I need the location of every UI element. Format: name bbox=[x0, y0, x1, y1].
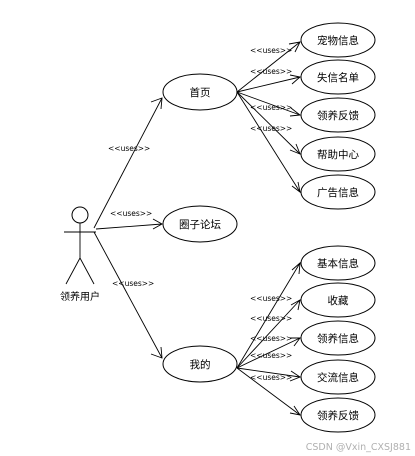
association-home-3 bbox=[236, 91, 301, 116]
use-case-blacklist-label: 失信名单 bbox=[317, 71, 359, 84]
use-case-mine-child-5: 领养反馈 bbox=[300, 397, 376, 433]
actor-head bbox=[71, 206, 89, 224]
association-home bbox=[93, 97, 163, 229]
association-mine-2 bbox=[236, 299, 301, 369]
association-home-5 bbox=[236, 91, 301, 193]
use-case-forum: 圈子论坛 bbox=[162, 205, 238, 243]
arrowhead-home-1 bbox=[288, 41, 301, 53]
use-case-mine-child-1: 基本信息 bbox=[300, 245, 376, 281]
association-home-4 bbox=[236, 91, 301, 155]
association-forum bbox=[95, 223, 163, 230]
use-case-mine-child-3: 领养信息 bbox=[300, 320, 376, 356]
arrowhead-home-5 bbox=[291, 181, 301, 194]
use-case-pet-info-label: 宠物信息 bbox=[317, 34, 359, 47]
actor-leg-right bbox=[79, 257, 95, 285]
use-case-mine-child-4: 交流信息 bbox=[300, 359, 376, 395]
relation-label-mine: <<uses>> bbox=[112, 279, 154, 288]
arrowhead-mine-3 bbox=[290, 337, 301, 347]
relation-label-mine-5: <<uses>> bbox=[250, 373, 292, 382]
arrowhead-home-3 bbox=[289, 107, 302, 117]
use-case-home-child-1: 宠物信息 bbox=[300, 22, 376, 58]
relation-label-mine-3: <<uses>> bbox=[250, 334, 292, 343]
actor-leg-left bbox=[65, 257, 81, 285]
home-associations: <<uses>> <<uses>> <<uses>> <<uses>> bbox=[236, 41, 302, 194]
use-case-exchange-info-label: 交流信息 bbox=[317, 371, 359, 384]
use-case-mine: 我的 bbox=[162, 345, 238, 383]
use-case-help-center-label: 帮助中心 bbox=[317, 148, 359, 161]
association-mine-5 bbox=[236, 367, 301, 416]
arrowhead-home bbox=[150, 97, 163, 110]
use-case-ad-info-label: 广告信息 bbox=[317, 186, 359, 199]
relation-label-home-1: <<uses>> bbox=[250, 46, 292, 55]
relation-label-home: <<uses>> bbox=[108, 144, 150, 153]
actor-label: 领养用户 bbox=[60, 290, 100, 303]
use-case-home-child-3: 领养反馈 bbox=[300, 97, 376, 133]
use-case-forum-label: 圈子论坛 bbox=[179, 218, 221, 231]
relation-label-mine-4: <<uses>> bbox=[250, 351, 292, 360]
use-case-home-child-5: 广告信息 bbox=[300, 174, 376, 210]
use-case-mine-feedback-label: 领养反馈 bbox=[317, 409, 359, 422]
association-home-2 bbox=[236, 76, 301, 93]
use-case-home-label: 首页 bbox=[190, 86, 211, 99]
association-home-1 bbox=[236, 41, 301, 93]
association-mine bbox=[93, 231, 163, 359]
arrowhead-mine bbox=[150, 346, 163, 359]
arrowhead-home-2 bbox=[289, 74, 301, 85]
use-case-adoption-info-label: 领养信息 bbox=[317, 332, 359, 345]
association-mine-1 bbox=[236, 262, 301, 369]
arrowhead-forum bbox=[152, 218, 163, 230]
actor-associations: <<uses>> <<uses>> <<uses>> bbox=[93, 97, 163, 359]
use-case-home-child-2: 失信名单 bbox=[300, 59, 376, 95]
use-case-favorites-label: 收藏 bbox=[328, 294, 349, 307]
relation-label-mine-1: <<uses>> bbox=[250, 294, 292, 303]
use-case-home: 首页 bbox=[162, 73, 238, 111]
relation-label-mine-2: <<uses>> bbox=[250, 314, 292, 323]
relation-label-home-2: <<uses>> bbox=[250, 67, 292, 76]
relation-label-forum: <<uses>> bbox=[110, 209, 152, 218]
use-case-home-child-4: 帮助中心 bbox=[300, 136, 376, 172]
arrowhead-mine-2 bbox=[290, 299, 301, 311]
relation-label-home-3: <<uses>> bbox=[250, 103, 292, 112]
watermark: CSDN @Vxin_CXSJ881 bbox=[305, 442, 411, 453]
use-case-mine-child-2: 收藏 bbox=[300, 282, 376, 318]
arrowhead-home-4 bbox=[289, 143, 301, 155]
actor-figure: 领养用户 bbox=[60, 206, 100, 303]
relation-label-home-4: <<uses>> bbox=[250, 124, 292, 133]
mine-associations: <<uses>> <<uses>> <<uses>> <<uses>> <<us… bbox=[236, 261, 301, 416]
association-mine-3 bbox=[236, 337, 301, 369]
arrowhead-mine-4 bbox=[289, 370, 301, 382]
association-mine-4 bbox=[236, 367, 301, 378]
use-case-mine-label: 我的 bbox=[190, 358, 211, 371]
use-case-basic-info-label: 基本信息 bbox=[317, 257, 359, 270]
arrowhead-mine-5 bbox=[289, 405, 301, 416]
use-case-adoption-feedback-label: 领养反馈 bbox=[317, 109, 359, 122]
arrowhead-mine-1 bbox=[291, 261, 301, 275]
